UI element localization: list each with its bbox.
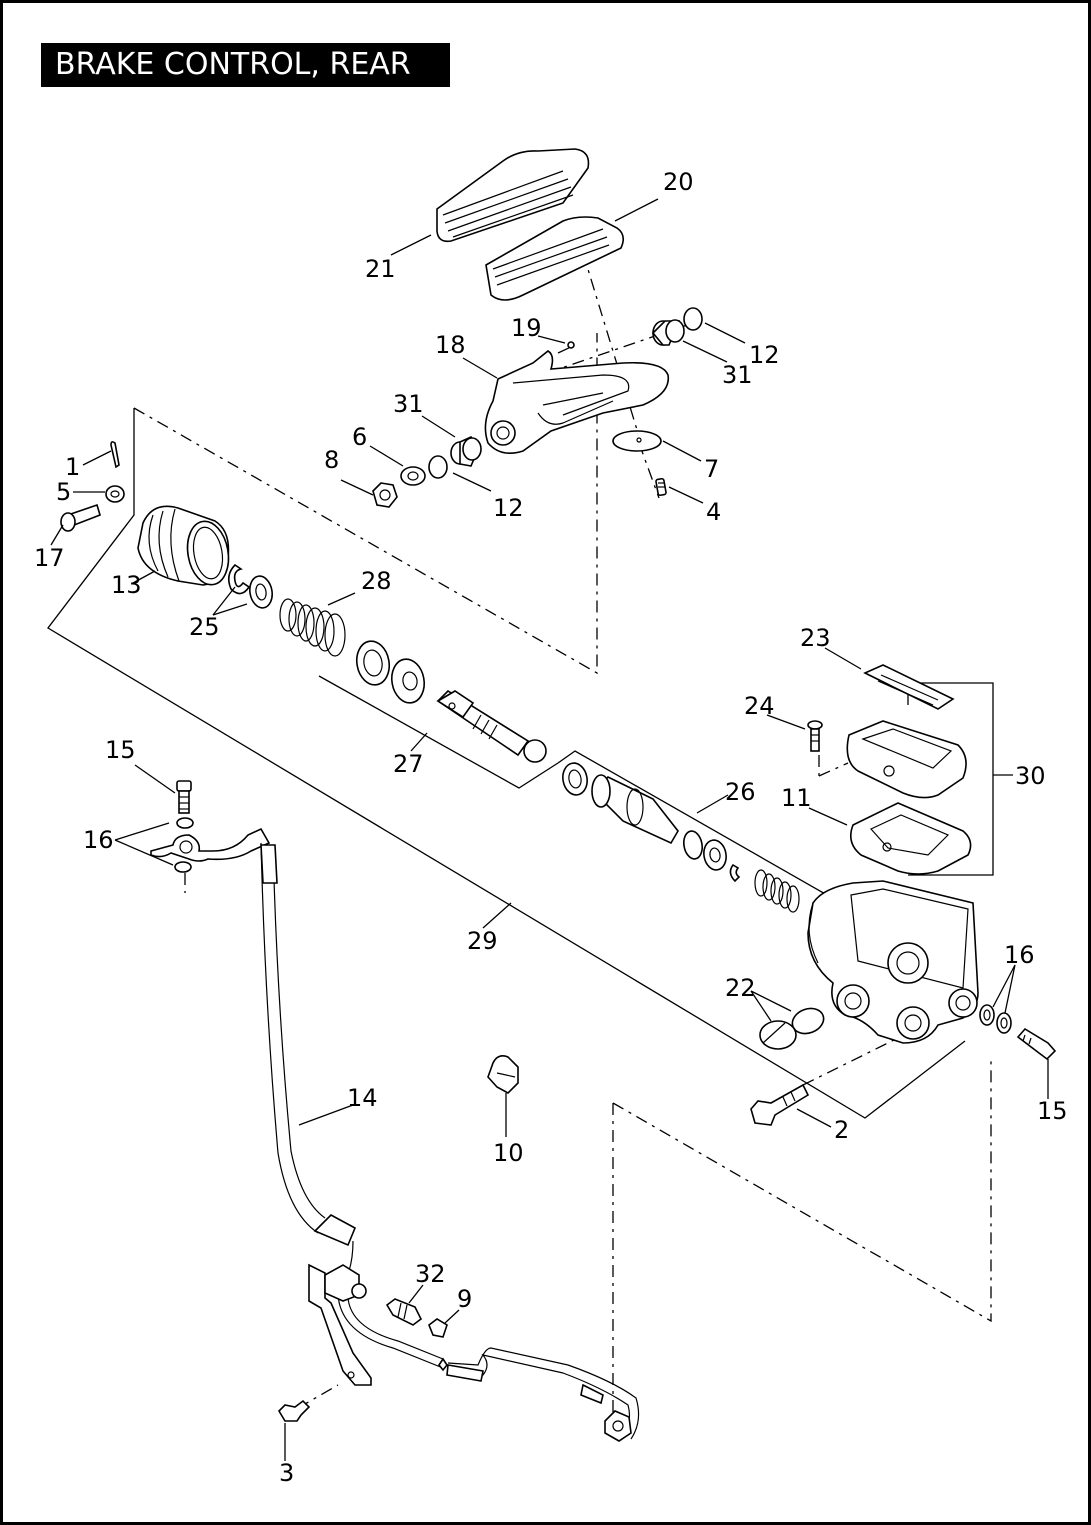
- callout-9: 9: [457, 1285, 472, 1313]
- callout-2: 2: [834, 1116, 849, 1144]
- washer-6: [400, 466, 426, 486]
- callout-24: 24: [744, 692, 775, 720]
- callout-28: 28: [361, 567, 392, 595]
- label-23: [863, 664, 955, 710]
- o-ring-12-lower: [428, 455, 448, 479]
- callout-15-right: 15: [1037, 1097, 1068, 1125]
- brake-pedal-lever-18: [484, 350, 670, 454]
- callout-12-lower: 12: [493, 494, 524, 522]
- callout-19: 19: [511, 314, 542, 342]
- callout-16-left: 16: [83, 826, 114, 854]
- spring-28: [279, 598, 346, 657]
- washer-7: [612, 430, 662, 452]
- pushrod-27: [355, 640, 547, 763]
- exploded-view: 1 5 17 13 25 28 27 26 29 8 6 31 12 18 19…: [34, 148, 1068, 1487]
- callout-16-right: 16: [1004, 941, 1035, 969]
- callout-23: 23: [800, 624, 831, 652]
- bushing-31-upper: [651, 319, 685, 346]
- callout-17: 17: [34, 544, 65, 572]
- banjo-fitting: [150, 827, 271, 862]
- plug-22: [759, 1007, 825, 1050]
- reservoir-cover-30: [846, 720, 967, 799]
- callout-5: 5: [56, 478, 71, 506]
- callout-27: 27: [393, 750, 424, 778]
- callout-22: 22: [725, 974, 756, 1002]
- callout-20: 20: [663, 168, 694, 196]
- callout-14: 14: [347, 1084, 378, 1112]
- banjo-bolt-15-left: [176, 780, 192, 814]
- screw-4: [655, 477, 667, 497]
- washers-16-right: [979, 1004, 1012, 1034]
- callout-10: 10: [493, 1139, 524, 1167]
- callout-6: 6: [352, 423, 367, 451]
- connector-9: [428, 1318, 448, 1338]
- boot-13: [137, 505, 230, 586]
- washers-16-left: [174, 817, 194, 873]
- o-ring-12-upper: [683, 307, 703, 331]
- callout-1: 1: [65, 453, 80, 481]
- pedal-pad-20: [485, 216, 625, 301]
- washer-5: [105, 485, 125, 503]
- mounting-bracket: [308, 1263, 372, 1386]
- callout-29: 29: [467, 927, 498, 955]
- brake-line-14: [260, 842, 640, 1442]
- callout-31-upper: 31: [722, 361, 753, 389]
- callout-4: 4: [706, 498, 721, 526]
- leader-lines: [50, 198, 1049, 1461]
- callout-15-left: 15: [105, 736, 136, 764]
- pedal-pad-21: [436, 148, 590, 243]
- retaining-ring-25: [227, 563, 273, 609]
- cotter-pin-1: [110, 441, 120, 469]
- diagram-title: BRAKE CONTROL, REAR: [41, 43, 450, 87]
- callout-7: 7: [704, 455, 719, 483]
- callout-3: 3: [279, 1459, 294, 1487]
- diaphragm-11: [850, 802, 972, 875]
- callouts: 1 5 17 13 25 28 27 26 29 8 6 31 12 18 19…: [34, 168, 1068, 1487]
- clip-10: [487, 1055, 519, 1094]
- callout-18: 18: [435, 331, 466, 359]
- callout-30: 30: [1015, 762, 1046, 790]
- callout-8: 8: [324, 446, 339, 474]
- callout-32: 32: [415, 1260, 446, 1288]
- grease-fitting-19: [567, 341, 575, 349]
- callout-13: 13: [111, 571, 142, 599]
- bolt-2: [750, 1083, 810, 1126]
- piston-26: [562, 762, 800, 913]
- callout-25: 25: [189, 613, 220, 641]
- banjo-bolt-15-right: [1016, 1027, 1057, 1061]
- master-cylinder-body: [807, 880, 979, 1044]
- clevis-pin-17: [60, 503, 101, 532]
- bushing-31-lower: [450, 436, 482, 467]
- callout-12-upper: 12: [749, 341, 780, 369]
- callout-26: 26: [725, 778, 756, 806]
- nut-8: [372, 482, 398, 508]
- callout-21: 21: [365, 255, 396, 283]
- screw-24: [807, 720, 823, 752]
- callout-11: 11: [781, 784, 812, 812]
- callout-31-lower: 31: [393, 390, 424, 418]
- bolt-3: [277, 1399, 311, 1422]
- switch-32: [385, 1298, 423, 1326]
